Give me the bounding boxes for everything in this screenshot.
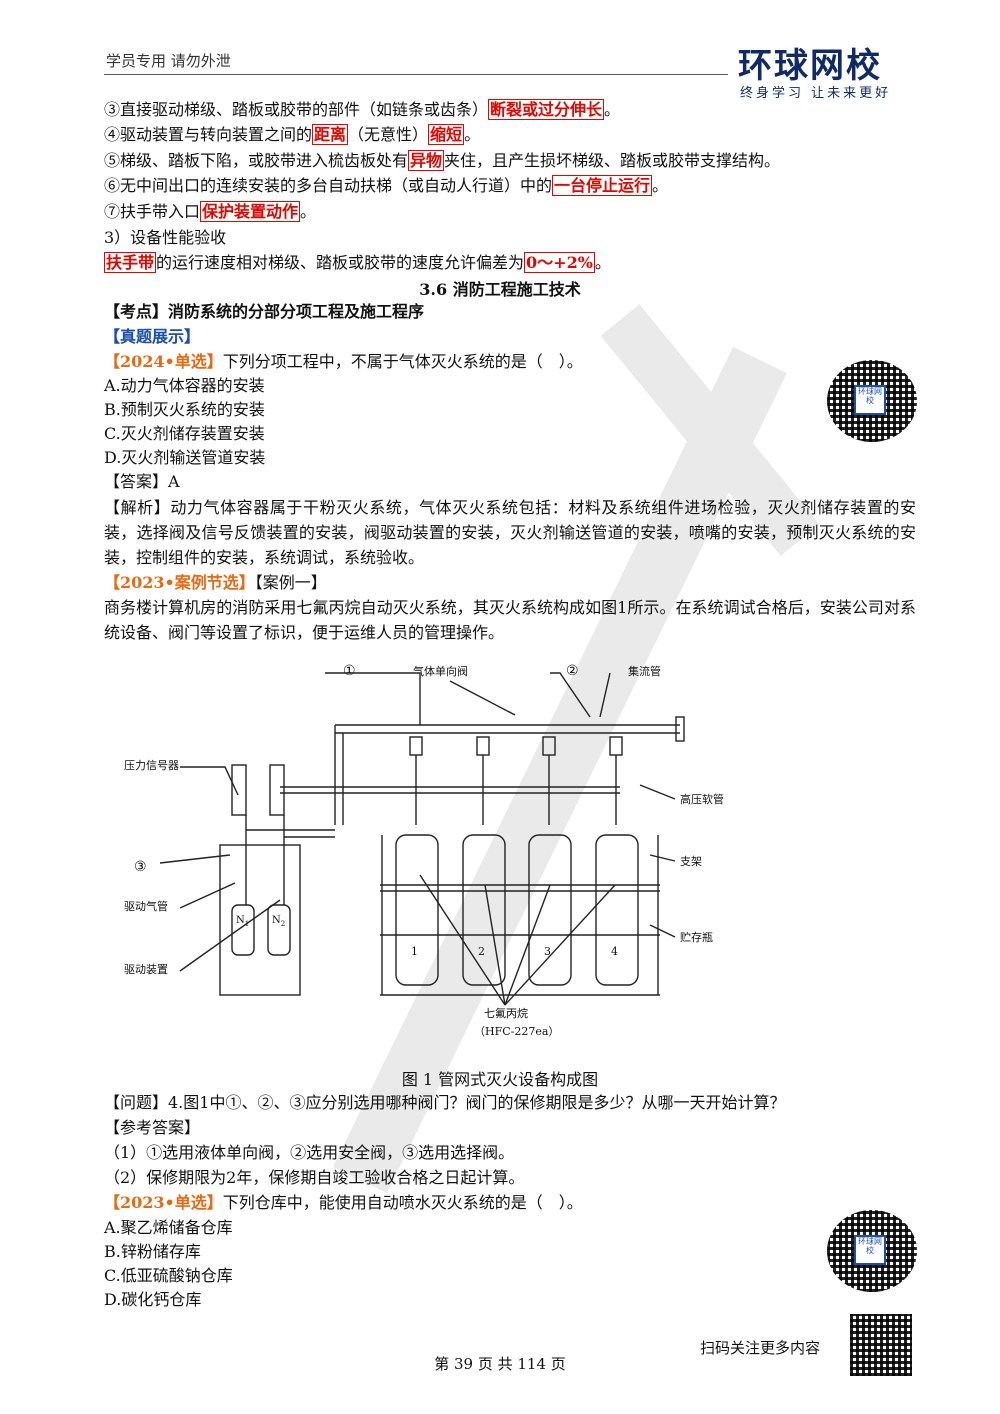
header-rule [104, 74, 728, 75]
n2-label: N2 [272, 915, 285, 928]
diagram-label-agent: 七氟丙烷 [484, 1006, 528, 1020]
watermark-graphic [333, 304, 820, 1194]
cylinder-number: 4 [611, 945, 618, 958]
list-item: ⑥无中间出口的连续安装的多台自动扶梯（或自动人行道）中的一台停止运行。 [104, 175, 669, 196]
figure-caption: 图 1 管网式灭火设备构成图 [401, 1070, 599, 1089]
question-stem: 【2023•单选】下列仓库中，能使用自动喷水灭火系统的是（ ）。 [104, 1193, 583, 1212]
option-a: A.聚乙烯储备仓库 [104, 1218, 233, 1237]
diagram-label-1: ① [343, 663, 356, 679]
scan-prompt: 扫码关注更多内容 [700, 1339, 821, 1357]
question-stem: 【2023•案例节选】【案例一】 [104, 573, 327, 592]
kaodian-heading: 【考点】消防系统的分部分项工程及施工程序 [104, 302, 425, 321]
diagram-label-manifold: 集流管 [628, 664, 661, 678]
subsection-title: 3）设备性能验收 [104, 228, 227, 247]
diagram-label-2: ② [566, 663, 579, 679]
list-item: ⑤梯级、踏板下陷，或胶带进入梳齿板处有异物夹住，且产生损坏梯级、踏板或胶带支撑结… [104, 150, 781, 171]
diagram-label-hp-hose: 高压软管 [680, 792, 724, 806]
fire-system-diagram: ① 气体单向阀 ② 集流管 压力信号器 ③ 驱动气管 驱动装置 高压软管 支架 … [124, 663, 724, 1038]
header-note: 学员专用 请勿外泄 [106, 52, 231, 70]
diagram-label-storage-bottle: 贮存瓶 [680, 930, 713, 944]
case-description: 商务楼计算机房的消防采用七氟丙烷自动灭火系统，其灭火系统构成如图1所示。在系统调… [104, 598, 916, 642]
diagram-label-pressure-switch: 压力信号器 [124, 759, 179, 772]
cylinder-number: 3 [544, 945, 551, 958]
option-b: B.预制灭火系统的安装 [104, 400, 265, 419]
section-title: 3.6 消防工程施工技术 [419, 280, 581, 299]
logo: 环球网校 [738, 46, 882, 86]
option-b: B.锌粉储存库 [104, 1242, 201, 1261]
answer-line: （1）①选用液体单向阀，②选用安全阀，③选用选择阀。 [104, 1143, 515, 1162]
cylinder-number: 2 [478, 945, 485, 958]
option-c: C.低亚硫酸钠仓库 [104, 1266, 233, 1285]
option-d: D.碳化钙仓库 [104, 1290, 202, 1309]
diagram-label-drive-device: 驱动装置 [124, 963, 168, 976]
diagram-label-bracket: 支架 [680, 855, 702, 868]
question-stem: 【2024•单选】下列分项工程中，不属于气体灭火系统的是（ ）。 [104, 352, 583, 371]
answer-line: （2）保修期限为2年，保修期自竣工验收合格之日起计算。 [104, 1168, 525, 1187]
option-c: C.灭火剂储存装置安装 [104, 424, 265, 443]
answer: 【答案】A [104, 472, 180, 491]
zhenti-heading: 【真题展示】 [104, 327, 201, 346]
option-d: D.灭火剂输送管道安装 [104, 448, 266, 467]
diagram-label-agent-code: （HFC-227ea） [474, 1025, 559, 1038]
qr-code-footer [848, 1312, 914, 1378]
logo-slogan: 终身学习 让未来更好 [740, 86, 892, 101]
n1-label: N1 [236, 915, 249, 928]
cylinder-number: 1 [411, 945, 418, 958]
option-a: A.动力气体容器的安装 [104, 376, 265, 395]
list-item: ⑦扶手带入口保护装置动作。 [104, 201, 317, 222]
qr-logo: 环球网校 [854, 1235, 886, 1265]
page-number: 第 39 页 共 114 页 [434, 1355, 566, 1373]
qr-logo: 环球网校 [854, 385, 886, 415]
diagram-label-drive-pipe: 驱动气管 [124, 899, 168, 913]
question: 【问题】4.图1中①、②、③应分别选用哪种阀门？阀门的保修期限是多少？从哪一天开… [104, 1093, 786, 1112]
list-item: ④驱动装置与转向装置之间的距离（无意性）缩短。 [104, 124, 481, 145]
diagram-label-gas-check-valve: 气体单向阀 [413, 664, 468, 678]
diagram-label-3: ③ [134, 859, 147, 875]
reference-answer-label: 【参考答案】 [104, 1118, 201, 1137]
analysis: 【解析】动力气体容器属于干粉灭火系统，气体灭火系统包括：材料及系统组件进场检验，… [104, 498, 916, 567]
list-item: ③直接驱动梯级、踏板或胶带的部件（如链条或齿条）断裂或过分伸长。 [104, 99, 621, 120]
